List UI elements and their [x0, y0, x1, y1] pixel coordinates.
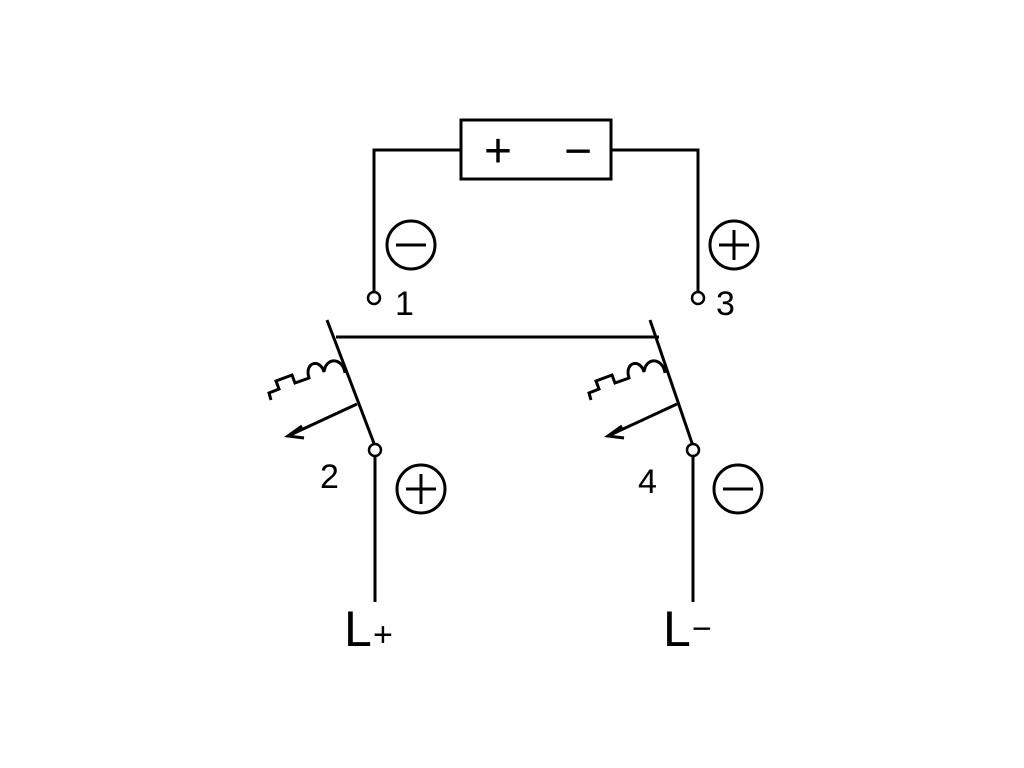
- terminal-3-polarity-plus: [708, 219, 760, 271]
- supply-negative-label: L −: [663, 601, 712, 657]
- terminal-3-number: 3: [716, 285, 735, 323]
- terminal-4-number: 4: [638, 463, 657, 501]
- load-device: + −: [459, 118, 613, 181]
- svg-text:+: +: [373, 616, 393, 654]
- terminal-4-polarity-minus: [712, 463, 764, 515]
- wire-device-to-terminal-3: [611, 148, 700, 292]
- switch-blade-left: [325, 319, 377, 447]
- switch-blade-right: [648, 319, 695, 447]
- device-plus-mark: +: [484, 125, 512, 178]
- terminal-2-number: 2: [320, 458, 339, 496]
- terminal-2-dot: [367, 442, 383, 458]
- double-pole-switch: [267, 319, 695, 447]
- device-minus-mark: −: [564, 125, 592, 178]
- release-symbol-left: [267, 359, 358, 440]
- terminal-1-dot: [366, 290, 382, 306]
- terminal-1-number: 1: [395, 285, 414, 323]
- terminal-1-polarity-minus: [385, 219, 437, 271]
- release-symbol-right: [587, 359, 678, 440]
- wire-device-to-terminal-1: [372, 148, 461, 292]
- terminal-2-polarity-plus: [395, 463, 447, 515]
- terminal-4-dot: [685, 442, 701, 458]
- terminal-3-dot: [690, 290, 706, 306]
- svg-text:L: L: [663, 601, 691, 657]
- svg-text:−: −: [692, 610, 712, 648]
- supply-positive-label: L +: [344, 601, 393, 657]
- svg-text:L: L: [344, 601, 372, 657]
